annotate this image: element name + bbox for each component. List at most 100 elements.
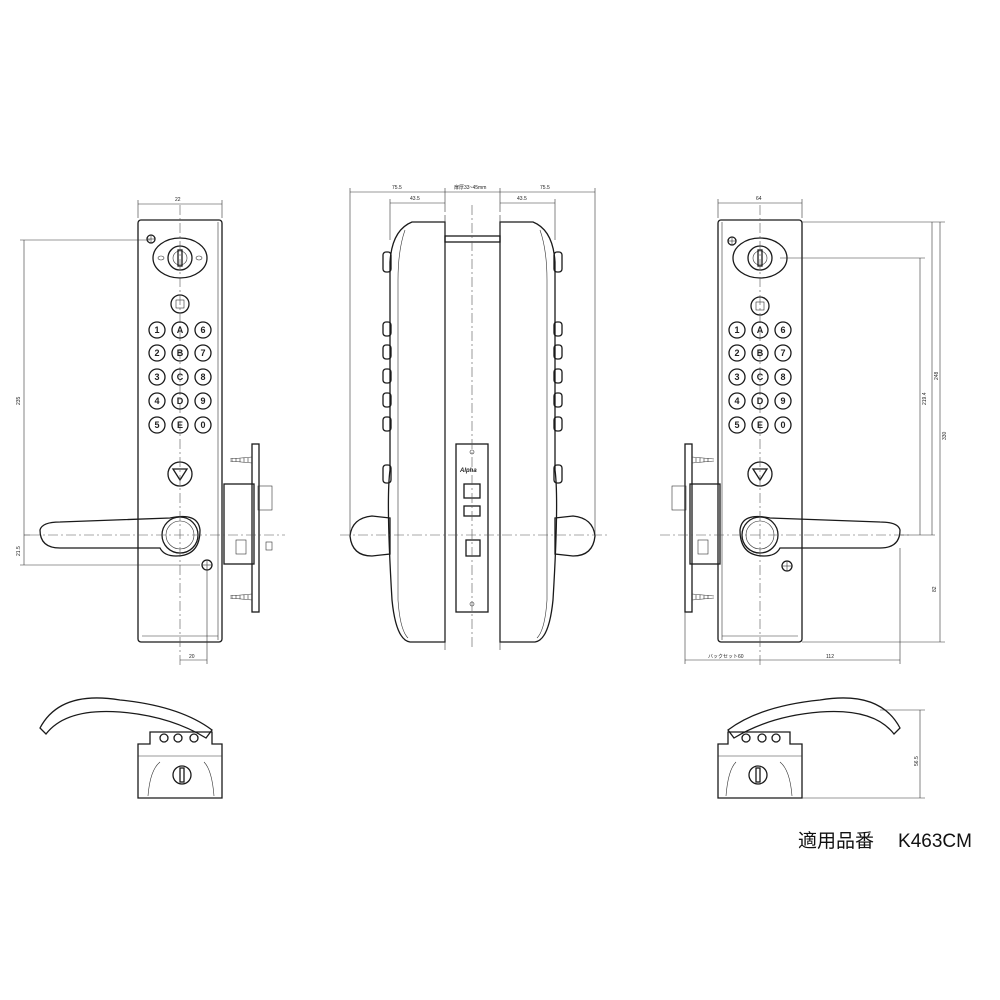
back-width-dim: 64 [756,196,762,202]
side-left-total-dim: 75.5 [392,185,402,191]
key-button [194,368,212,386]
front-height-dim: 235 [16,396,22,405]
key-label: 2 [734,348,739,358]
side-right-total-dim: 75.5 [540,185,550,191]
key-label: B [757,348,764,358]
side-right-escutcheon [499,221,558,643]
key-label: 3 [154,372,159,382]
handle-length-dim: 112 [826,654,834,660]
back-total-height-dim: 330 [942,431,948,440]
key-label: B [177,348,184,358]
key-button [751,368,769,386]
front-strike-plate [251,443,260,613]
back-view [660,199,945,665]
key-button [171,368,189,386]
side-right-lever [554,515,596,557]
lever-top-view [39,697,213,739]
side-view [340,188,610,650]
back-mortise-body [689,483,721,565]
key-label: 3 [734,372,739,382]
thumb-turn [748,765,768,785]
key-button [194,416,212,434]
key-label: E [757,420,763,430]
lever-base-housing [717,731,803,799]
model-number: K463CM [898,831,972,852]
key-label: 9 [780,396,785,406]
applicable-model-label: 適用品番 K463CM [798,826,972,853]
front-width-dim: 22 [175,197,181,203]
key-button [148,392,166,410]
key-label: C [177,372,184,382]
back-lower-height-dim: 82 [932,586,938,592]
key-button [751,344,769,362]
key-label: E [177,420,183,430]
side-door-thickness-dim: 扉厚33~45mm [454,184,486,191]
key-label: 0 [780,420,785,430]
front-mortise-body [223,483,255,565]
front-view [20,200,285,665]
key-label: 6 [780,325,785,335]
key-button [194,344,212,362]
key-button [774,344,792,362]
key-button [148,321,166,339]
key-button [728,392,746,410]
lever-detail-left [39,697,223,799]
key-button [171,416,189,434]
key-button [148,344,166,362]
key-button [751,392,769,410]
back-keypad: 1 A 6 2 B 7 3 C 8 4 D 9 5 E 0 [728,321,792,434]
backset-dim: バックセット60 [708,654,744,660]
key-button [171,321,189,339]
back-lever-handle [739,515,901,557]
key-label: A [177,325,184,335]
key-button [728,344,746,362]
key-button [148,368,166,386]
lever-top-view [727,697,901,739]
key-label: 8 [200,372,205,382]
key-label: 7 [200,348,205,358]
key-label: 8 [780,372,785,382]
key-label: D [757,396,764,406]
key-label: C [757,372,764,382]
key-label: 1 [154,325,159,335]
front-lever-handle [39,515,201,557]
key-label: 0 [200,420,205,430]
back-strike-plate [684,443,693,613]
key-label: 7 [780,348,785,358]
key-button [728,368,746,386]
side-right-inner-dim: 43.5 [517,196,527,202]
key-button [171,344,189,362]
side-left-inner-dim: 43.5 [410,196,420,202]
key-button [171,392,189,410]
key-label: 1 [734,325,739,335]
key-button [194,321,212,339]
side-left-lever [349,515,391,557]
side-left-escutcheon [387,221,446,643]
key-label: D [177,396,184,406]
key-label: A [757,325,764,335]
key-button [728,416,746,434]
key-cylinder [172,765,192,785]
lever-base-housing [137,731,223,799]
key-label: 4 [154,396,159,406]
front-keypad: 1 A 6 2 B 7 3 C 8 4 D 9 5 E 0 [148,321,212,434]
applicable-model-caption: 適用品番 [798,831,875,852]
latch-brand-mark: Alpha [459,468,477,474]
back-mid-height-dim: 219.4 [922,392,928,405]
back-upper-height-dim: 248 [934,371,940,380]
key-button [148,416,166,434]
key-button [774,321,792,339]
key-label: 4 [734,396,739,406]
lever-height-dim: 56.5 [914,756,920,766]
key-button [751,416,769,434]
key-label: 9 [200,396,205,406]
key-button [774,416,792,434]
key-button [728,321,746,339]
front-handle-offset-dim: 21.5 [16,546,22,556]
key-label: 5 [734,420,739,430]
front-bottom-dim: 20 [189,654,195,660]
key-button [774,368,792,386]
key-button [194,392,212,410]
key-label: 2 [154,348,159,358]
